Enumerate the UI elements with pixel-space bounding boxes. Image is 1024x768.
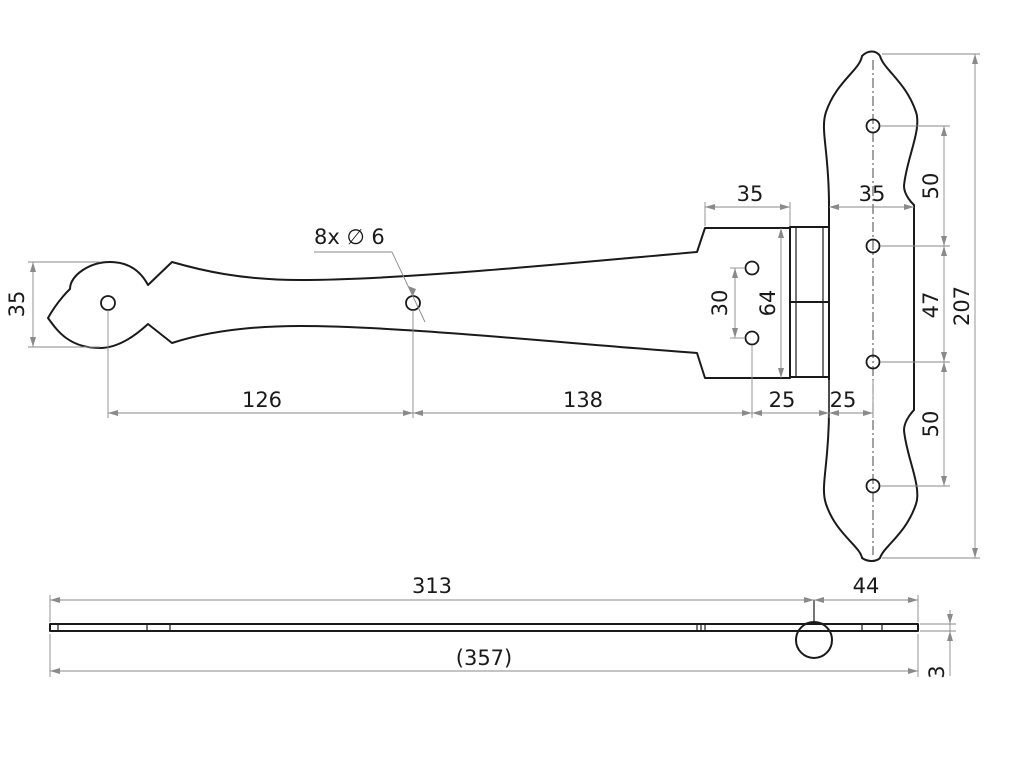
dim-strap-block-label: 64 <box>756 290 780 317</box>
dim-head-height: 35 <box>5 261 100 348</box>
dim-leaf-width-label: 35 <box>859 182 886 206</box>
dim-strap-width: 35 <box>704 182 791 226</box>
dim-leaf-total-label: 207 <box>950 286 974 326</box>
dim-span-a-label: 126 <box>242 388 282 412</box>
dim-side: 313 44 (357) 3 <box>49 574 956 679</box>
dim-leaf-total: 207 <box>882 53 980 559</box>
dim-thickness-label: 3 <box>925 665 949 678</box>
dim-leaf-pitch-top-label: 50 <box>919 173 943 200</box>
dim-span-c-label: 25 <box>769 388 796 412</box>
dim-strap-pitch: 30 <box>708 267 745 339</box>
hole-strap-bottom <box>744 330 760 346</box>
dim-head-height-label: 35 <box>5 291 29 318</box>
pin-knuckle <box>789 226 830 378</box>
side-knuckle <box>795 621 833 659</box>
side-view <box>49 600 919 659</box>
dim-side-leaf-label: 44 <box>853 574 880 598</box>
dim-leaf-pitch-mid-label: 47 <box>919 292 943 319</box>
dim-hole-callout-label: 8x ∅ 6 <box>314 225 385 249</box>
dim-leaf-pitch-bottom-label: 50 <box>919 411 943 438</box>
dim-span-d-label: 25 <box>830 388 857 412</box>
dim-bottom-row: 126 138 25 25 <box>107 310 874 418</box>
dim-strap-pitch-label: 30 <box>708 290 732 317</box>
dim-strap-width-label: 35 <box>737 182 764 206</box>
dim-side-strap-label: 313 <box>412 574 452 598</box>
dim-leaf-pitches: 50 47 50 <box>880 125 950 487</box>
dim-side-total-label: (357) <box>456 646 512 670</box>
dim-strap-block: 64 <box>756 228 784 378</box>
strap-outline <box>47 227 791 379</box>
dim-span-b-label: 138 <box>563 388 603 412</box>
hole-head <box>100 295 116 311</box>
hole-strap-top <box>744 260 760 276</box>
dim-hole-callout: 8x ∅ 6 <box>314 225 426 323</box>
dim-leaf-width: 35 <box>829 182 914 210</box>
leaf-outline <box>823 50 919 562</box>
